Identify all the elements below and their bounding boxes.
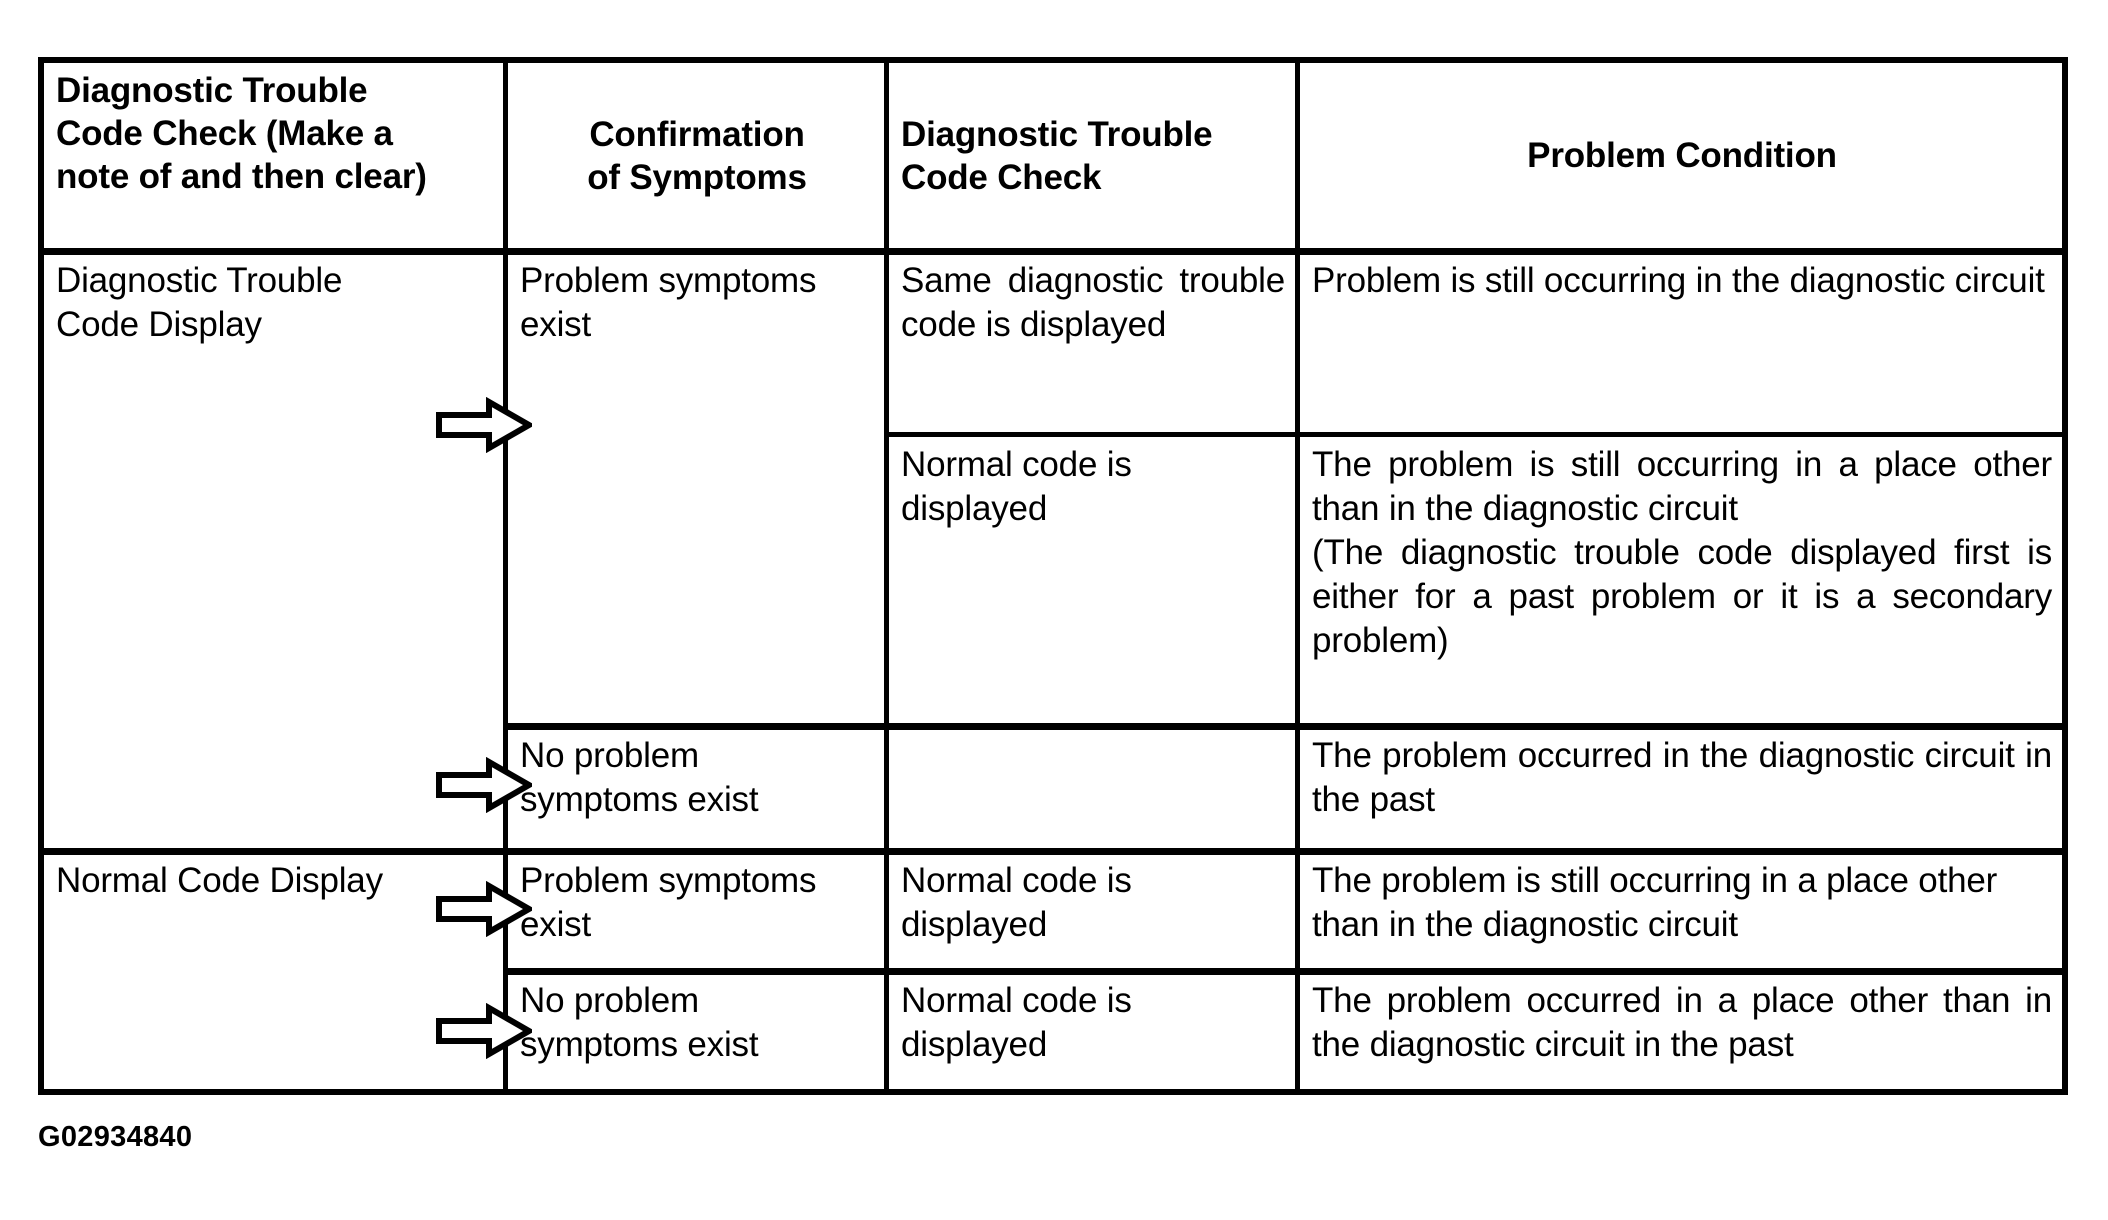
diagnostic-flow-table: Diagnostic Trouble Code Check (Make a no… [38,57,2068,1095]
flow-arrow-2-icon [436,757,532,813]
cell-condition-3: The problem occurred in the diagnostic c… [1300,728,2062,848]
flow-arrow-4-icon [436,1003,532,1059]
column-header-problem-condition: Problem Condition [1300,63,2062,248]
cell-normal-code-displayed-3: Normal code is displayed [889,973,1295,1089]
cell-dtc-display-label: Diagnostic Trouble Code Display [56,261,343,344]
column-header-confirmation-of-symptoms: Confirmation of Symptoms [508,63,884,248]
row-divider-2 [503,723,2062,730]
flow-arrow-3-icon [436,881,532,937]
cell-normal-code-display: Normal Code Display [44,853,503,1089]
cell-no-problem-symptoms-exist-1: No problem symptoms exist [508,728,884,848]
cell-problem-symptoms-exist-1-label: Problem symptoms exist [520,261,817,344]
cell-normal-code-displayed-2: Normal code is displayed [889,853,1295,968]
cell-condition-3-label: The problem occurred in the diagnostic c… [1312,736,2052,819]
row-divider-4 [503,968,2062,975]
cell-dtc-display: Diagnostic Trouble Code Display [44,253,503,848]
row-divider-3 [44,848,2062,855]
cell-condition-1-label: Problem is still occurring in the diagno… [1312,261,2045,300]
cell-dtc-check-blank [889,728,1295,848]
cell-problem-symptoms-exist-2: Problem symptoms exist [508,853,884,968]
column-divider-2 [884,63,889,1089]
cell-condition-5: The problem occurred in a place other th… [1300,973,2062,1089]
cell-normal-code-displayed-1-label: Normal code is displayed [901,445,1132,528]
cell-normal-code-displayed-3-label: Normal code is displayed [901,981,1132,1064]
column-header-dtc-check-make-note: Diagnostic Trouble Code Check (Make a no… [44,63,503,248]
cell-no-problem-symptoms-exist-2-label: No problem symptoms exist [520,981,759,1064]
column-divider-3 [1295,63,1300,1089]
header-row-divider [44,248,2062,255]
row-divider-1 [884,432,2062,437]
cell-normal-code-displayed-2-label: Normal code is displayed [901,861,1132,944]
column-header-confirmation-of-symptoms-label: Confirmation of Symptoms [587,114,807,197]
cell-condition-1: Problem is still occurring in the diagno… [1300,253,2062,432]
cell-problem-symptoms-exist-1: Problem symptoms exist [508,253,884,723]
cell-condition-2-label: The problem is still occurring in a plac… [1312,445,2052,660]
column-header-problem-condition-label: Problem Condition [1527,136,1837,175]
cell-normal-code-display-label: Normal Code Display [56,861,383,900]
cell-no-problem-symptoms-exist-2: No problem symptoms exist [508,973,884,1089]
cell-condition-4-label: The problem is still occurring in a plac… [1312,861,1998,944]
cell-condition-4: The problem is still occurring in a plac… [1300,853,2062,968]
column-header-dtc-check: Diagnostic Trouble Code Check [889,63,1295,248]
column-header-dtc-check-make-note-label: Diagnostic Trouble Code Check (Make a no… [56,71,427,196]
column-divider-1 [503,63,508,1089]
flow-arrow-1-icon [436,397,532,453]
figure-caption-label: G02934840 [38,1121,193,1153]
cell-normal-code-displayed-1: Normal code is displayed [889,437,1295,723]
cell-problem-symptoms-exist-2-label: Problem symptoms exist [520,861,817,944]
cell-same-dtc-displayed: Same diagnostic trouble code is displaye… [889,253,1295,432]
cell-condition-2: The problem is still occurring in a plac… [1300,437,2062,723]
column-header-dtc-check-label: Diagnostic Trouble Code Check [901,114,1213,197]
cell-same-dtc-displayed-label: Same diagnostic trouble code is displaye… [901,261,1285,344]
cell-no-problem-symptoms-exist-1-label: No problem symptoms exist [520,736,759,819]
cell-condition-5-label: The problem occurred in a place other th… [1312,981,2052,1064]
figure-caption: G02934840 [38,1120,192,1154]
